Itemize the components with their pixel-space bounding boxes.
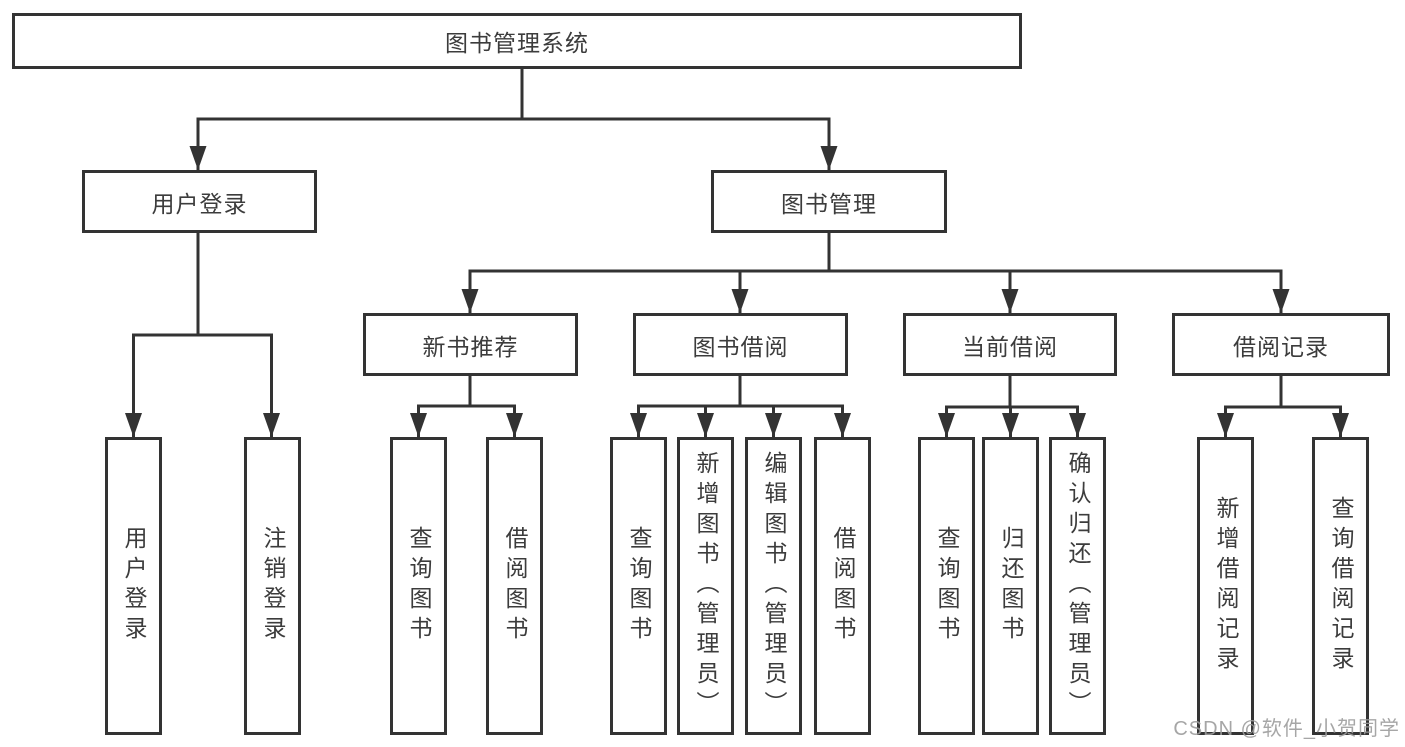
leaf-cb-return-book: 归还图书: [982, 437, 1039, 735]
node-borrow-record: 借阅记录: [1172, 313, 1390, 376]
node-current-borrow: 当前借阅: [903, 313, 1117, 376]
node-book-management-label: 图书管理: [781, 190, 877, 217]
leaf-bb-borrow-book-label: 借阅图书: [830, 526, 856, 646]
leaf-user-login-label: 用户登录: [121, 526, 147, 646]
node-user-login-label: 用户登录: [151, 190, 248, 217]
node-book-borrow-label: 图书借阅: [692, 333, 789, 360]
node-user-login: 用户登录: [82, 170, 317, 233]
leaf-br-query-record-label: 查询借阅记录: [1328, 496, 1354, 676]
leaf-bb-edit-book-admin: 编辑图书（管理员）: [745, 437, 802, 735]
node-new-book-recommend: 新书推荐: [363, 313, 578, 376]
leaf-br-query-record: 查询借阅记录: [1312, 437, 1369, 735]
node-new-book-recommend-label: 新书推荐: [422, 333, 519, 360]
leaf-bb-add-book-admin: 新增图书（管理员）: [677, 437, 734, 735]
leaf-nb-query-book: 查询图书: [390, 437, 447, 735]
leaf-logout-label: 注销登录: [260, 526, 286, 646]
leaf-cb-query-book-label: 查询图书: [934, 526, 960, 646]
leaf-bb-edit-book-admin-label: 编辑图书（管理员）: [761, 451, 787, 721]
leaf-user-login: 用户登录: [105, 437, 162, 735]
leaf-cb-confirm-return-admin: 确认归还（管理员）: [1049, 437, 1106, 735]
leaf-bb-add-book-admin-label: 新增图书（管理员）: [693, 451, 719, 721]
leaf-cb-query-book: 查询图书: [918, 437, 975, 735]
leaf-bb-query-book-label: 查询图书: [626, 526, 652, 646]
csdn-watermark: CSDN @软件_小贺同学: [1173, 718, 1400, 740]
node-book-borrow: 图书借阅: [633, 313, 848, 376]
leaf-nb-borrow-book-label: 借阅图书: [502, 526, 528, 646]
node-current-borrow-label: 当前借阅: [962, 333, 1058, 360]
leaf-logout: 注销登录: [244, 437, 301, 735]
node-library-system-label: 图书管理系统: [445, 30, 589, 56]
leaf-nb-query-book-label: 查询图书: [406, 526, 432, 646]
leaf-bb-borrow-book: 借阅图书: [814, 437, 871, 735]
leaf-cb-return-book-label: 归还图书: [998, 526, 1024, 646]
leaf-cb-confirm-return-admin-label: 确认归还（管理员）: [1065, 451, 1091, 721]
node-library-system: 图书管理系统: [12, 13, 1022, 69]
leaf-bb-query-book: 查询图书: [610, 437, 667, 735]
node-borrow-record-label: 借阅记录: [1233, 333, 1329, 360]
leaf-nb-borrow-book: 借阅图书: [486, 437, 543, 735]
leaf-br-add-record: 新增借阅记录: [1197, 437, 1254, 735]
leaf-br-add-record-label: 新增借阅记录: [1213, 496, 1239, 676]
node-book-management: 图书管理: [711, 170, 947, 233]
